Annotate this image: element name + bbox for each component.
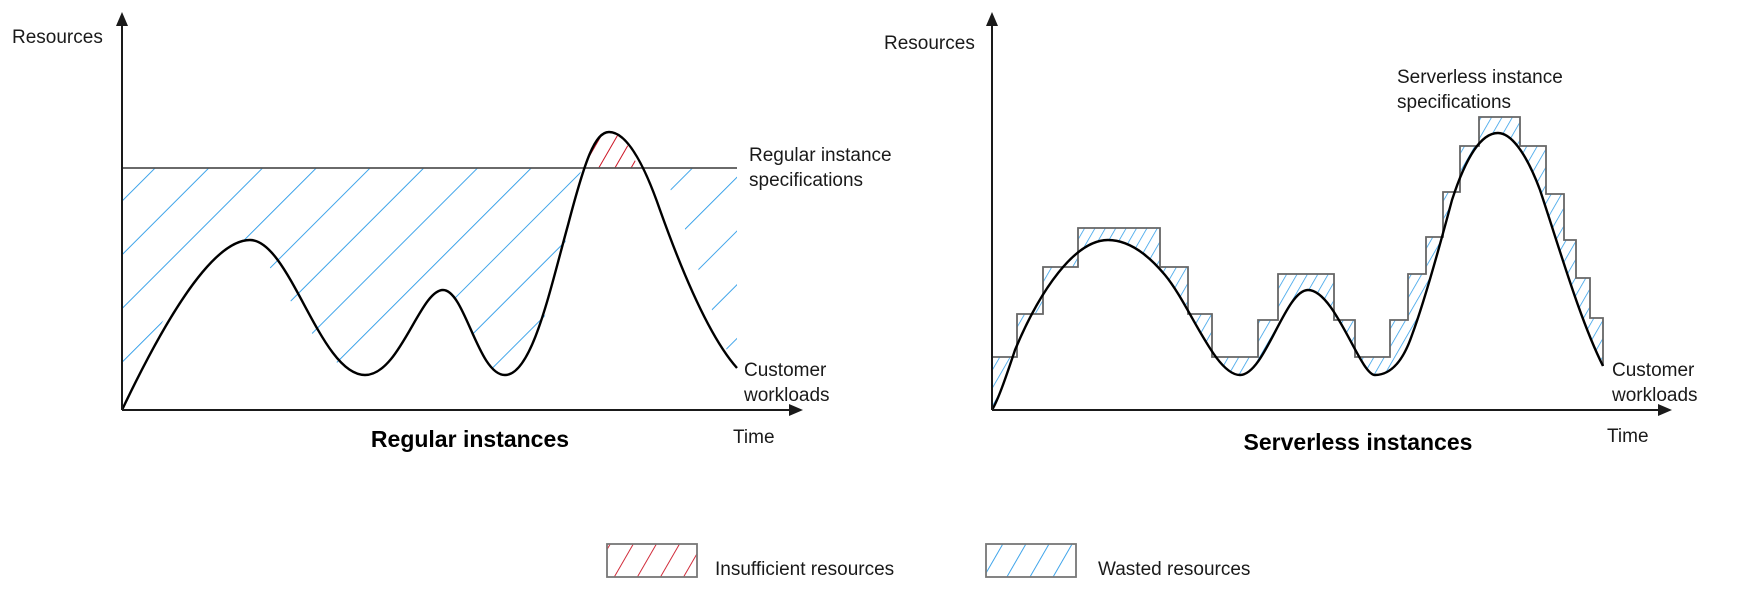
left-wasted-hatch	[122, 168, 737, 408]
legend-label-wasted: Wasted resources	[1098, 559, 1250, 580]
legend-label-insufficient: Insufficient resources	[715, 559, 894, 580]
left-y-axis-arrow	[116, 12, 128, 26]
right-panel-title: Serverless instances	[1244, 429, 1473, 455]
legend-swatch-insufficient	[606, 543, 698, 578]
left-panel-title: Regular instances	[371, 426, 569, 452]
legend-swatch-wasted	[985, 543, 1077, 578]
right-wasted-hatch	[992, 117, 1603, 410]
left-spec-label-2: specifications	[749, 170, 863, 191]
left-x-axis-arrow	[789, 404, 803, 416]
right-y-label: Resources	[884, 33, 975, 54]
left-y-label: Resources	[12, 27, 103, 48]
legend-item-wasted: Wasted resources	[985, 543, 1250, 580]
left-x-label: Time	[733, 427, 775, 448]
right-workload-label-1: Customer	[1612, 360, 1695, 381]
right-panel: Resources Time Serverless instance speci…	[884, 12, 1698, 455]
left-workload-curve	[120, 130, 738, 411]
left-panel: Resources Time Regular instance specific…	[12, 12, 892, 452]
right-workload-curve	[990, 131, 1605, 411]
left-spec-label-1: Regular instance	[749, 145, 892, 166]
left-workload-label-1: Customer	[744, 360, 827, 381]
right-workload-label-2: workloads	[1611, 385, 1698, 406]
right-y-axis-arrow	[986, 12, 998, 26]
right-x-label: Time	[1607, 426, 1649, 447]
right-spec-label-1: Serverless instance	[1397, 67, 1563, 88]
right-x-axis-arrow	[1658, 404, 1672, 416]
right-spec-label-2: specifications	[1397, 92, 1511, 113]
legend-item-insufficient: Insufficient resources	[606, 543, 894, 580]
left-workload-label-2: workloads	[743, 385, 830, 406]
legend: Insufficient resources Wasted resources	[606, 543, 1250, 580]
right-spec-steps	[991, 116, 1604, 410]
